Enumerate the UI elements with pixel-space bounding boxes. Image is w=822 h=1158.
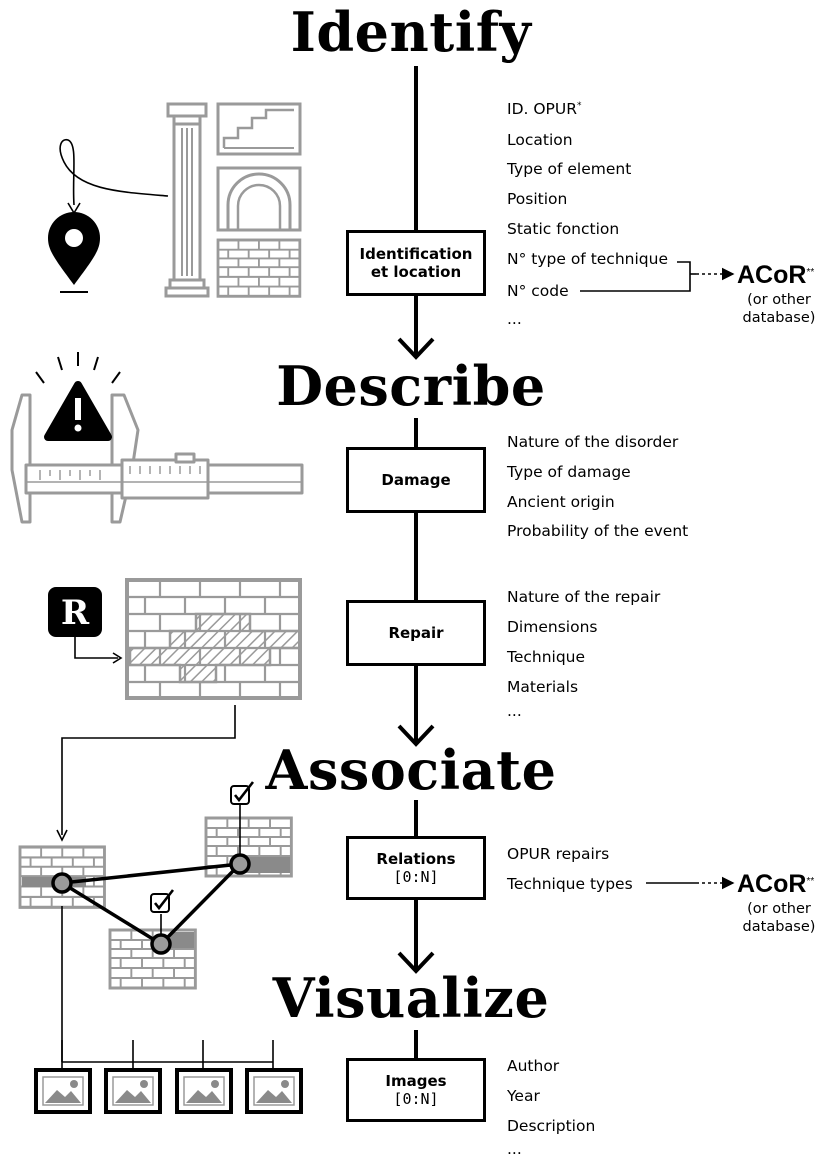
location-pin-icon [48, 138, 169, 293]
image-icon [34, 1068, 92, 1114]
damage-attr-2: Type of damage [507, 463, 631, 481]
id-marker: * [577, 101, 582, 111]
identify-attr-7: N° code [507, 282, 569, 300]
identify-attr-3: Type of element [507, 160, 632, 178]
repair-box-title: Repair [388, 624, 444, 642]
identify-attr-6: N° type of technique [507, 250, 668, 268]
identify-attr-5: Static fonction [507, 220, 620, 238]
relations-box-title: Relations [376, 850, 456, 868]
repaired-wall-icon [125, 578, 302, 700]
main-flow-spine [397, 66, 435, 1058]
damage-attr-1: Nature of the disorder [507, 433, 679, 451]
identify-attr-1: ID. OPUR* [507, 100, 582, 118]
relations-box: Relations [0:N] [346, 836, 486, 900]
checkbox-icon [149, 888, 175, 914]
identify-attr-4: Position [507, 190, 568, 208]
arch-icon [216, 166, 302, 232]
damage-attr-4: Probability of the event [507, 522, 689, 540]
repair-attr-5: ... [507, 702, 522, 720]
wall-bottom [108, 928, 197, 990]
image-icon [245, 1068, 303, 1114]
brick-wall-icon [216, 238, 302, 298]
heading-identify: Identify [290, 0, 532, 64]
identification-box: Identification et location [346, 230, 486, 296]
acor-note-identify: (or other database) [742, 292, 816, 326]
identify-attr-8: ... [507, 310, 522, 328]
association-network [18, 705, 293, 990]
images-attr-1: Author [507, 1057, 560, 1075]
repair-attr-2: Dimensions [507, 618, 598, 636]
repair-attr-1: Nature of the repair [507, 588, 661, 606]
repair-badge-letter: R [61, 593, 90, 633]
images-box-title: Images [385, 1072, 447, 1090]
repair-attr-3: Technique [507, 648, 586, 666]
damage-box-title: Damage [381, 471, 451, 489]
relations-attr-1: OPUR repairs [507, 845, 610, 863]
repair-box: Repair [346, 600, 486, 666]
warning-icon [35, 352, 121, 441]
acor-connector-identify [580, 261, 735, 292]
images-box: Images [0:N] [346, 1058, 486, 1122]
acor-note-associate: (or other database) [742, 901, 816, 935]
heading-visualize: Visualize [272, 966, 550, 1030]
repair-badge-icon: R [48, 587, 123, 664]
damage-box: Damage [346, 447, 486, 513]
identification-box-title: Identification et location [359, 245, 473, 281]
heading-describe: Describe [276, 354, 546, 418]
relations-attr-2: Technique types [507, 875, 633, 893]
image-icon [104, 1068, 162, 1114]
heading-associate: Associate [265, 738, 557, 802]
column-icon [164, 102, 210, 298]
image-icon [175, 1068, 233, 1114]
wall-top-right [204, 816, 293, 878]
images-attr-2: Year [507, 1087, 540, 1105]
damage-attr-3: Ancient origin [507, 493, 615, 511]
image-tree [34, 906, 303, 1114]
stairs-icon [216, 102, 302, 156]
images-cardinality: [0:N] [393, 1090, 439, 1108]
repair-attr-4: Materials [507, 678, 579, 696]
caliper-icon [10, 393, 304, 524]
acor-label-associate: ACoR** [737, 870, 815, 898]
images-attr-4: ... [507, 1140, 522, 1158]
acor-label-identify: ACoR** [737, 261, 815, 289]
images-attr-3: Description [507, 1117, 596, 1135]
identify-attr-2: Location [507, 131, 573, 149]
relations-cardinality: [0:N] [393, 868, 439, 886]
